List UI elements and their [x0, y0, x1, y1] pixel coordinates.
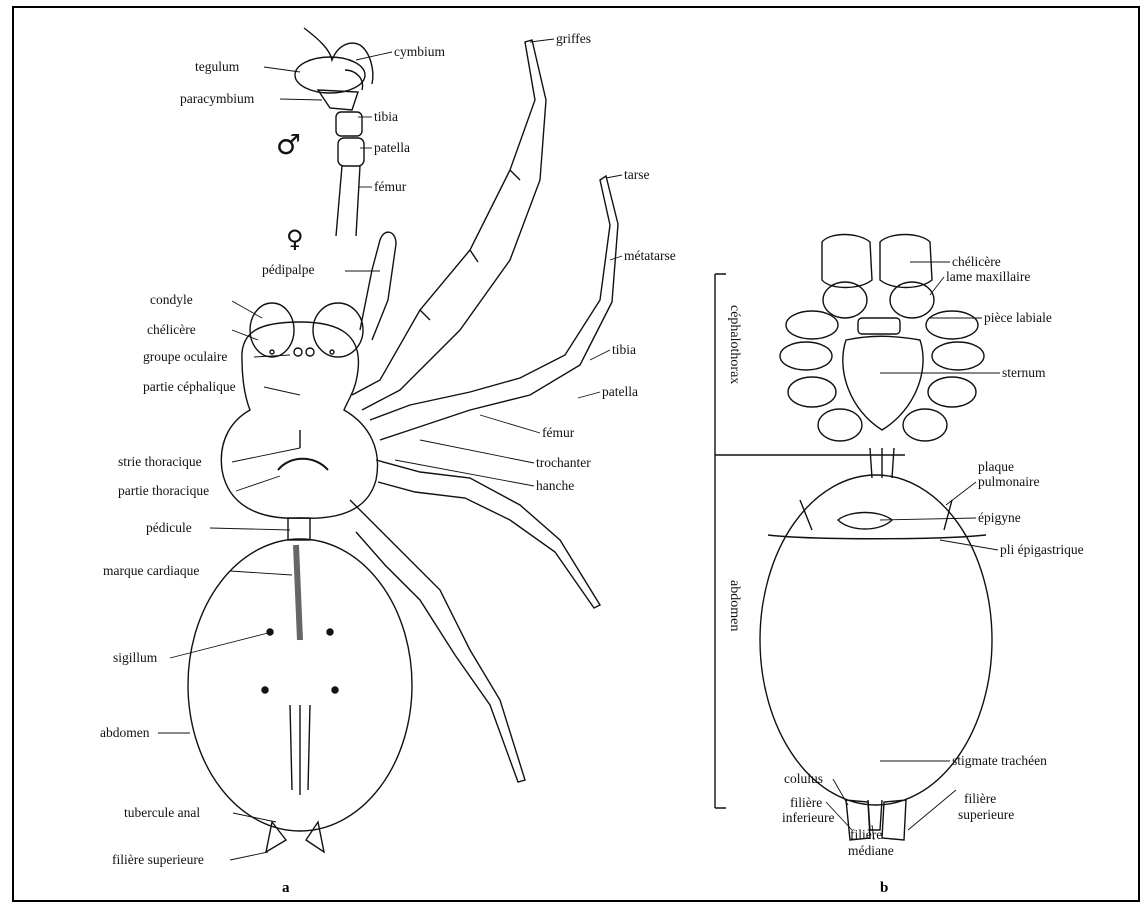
label-cymbium: cymbium: [394, 44, 445, 60]
label-patella-leg: patella: [602, 384, 638, 400]
leader-lines: [158, 39, 1000, 860]
label-strie-thoracique: strie thoracique: [118, 454, 202, 470]
label-pedicule: pédicule: [146, 520, 192, 536]
label-partie-cephalique: partie céphalique: [143, 379, 236, 395]
dorsal-view-body: [188, 40, 618, 852]
label-sigillum: sigillum: [113, 650, 157, 666]
label-tibia-leg: tibia: [612, 342, 636, 358]
label-tegulum: tegulum: [195, 59, 239, 75]
male-symbol: ♂: [276, 128, 301, 161]
label-metatarse: métatarse: [624, 248, 676, 264]
label-plaque-line1: plaque: [978, 459, 1014, 475]
label-chelicere-a: chélicère: [147, 322, 196, 338]
label-stigmate: stigmate trachéen: [952, 753, 1047, 769]
label-marque-cardiaque: marque cardiaque: [103, 563, 199, 579]
label-abdomen-a: abdomen: [100, 725, 150, 741]
ventral-view-body: [715, 235, 992, 841]
label-plaque-line2: pulmonaire: [978, 474, 1039, 490]
label-filiere-inf-1: filière: [790, 795, 822, 811]
label-piece-labiale: pièce labiale: [984, 310, 1052, 326]
label-filiere-superieure-a: filière superieure: [112, 852, 204, 868]
label-hanche: hanche: [536, 478, 574, 494]
label-filiere-sup-1: filière: [964, 791, 996, 807]
label-partie-thoracique: partie thoracique: [118, 483, 209, 499]
label-filiere-med-2: médiane: [848, 843, 894, 859]
label-tarse: tarse: [624, 167, 649, 183]
label-chelicere-b: chélicère: [952, 254, 1001, 270]
label-filiere-sup-2: superieure: [958, 807, 1014, 823]
label-filiere-med-1: filière: [850, 827, 882, 843]
label-colulus: colulus: [784, 771, 823, 787]
label-lame-maxillaire: lame maxillaire: [946, 269, 1030, 285]
label-griffes: griffes: [556, 31, 591, 47]
label-epigyne: épigyne: [978, 510, 1021, 526]
label-groupe-oculaire: groupe oculaire: [143, 349, 227, 365]
label-filiere-inf-2: inferieure: [782, 810, 834, 826]
label-abdomen-b: abdomen: [726, 580, 742, 631]
label-cephalothorax: céphalothorax: [726, 305, 742, 384]
label-paracymbium: paracymbium: [180, 91, 254, 107]
label-pli-epigastrique: pli épigastrique: [1000, 542, 1084, 558]
label-tubercule-anal: tubercule anal: [124, 805, 200, 821]
label-tibia-palp: tibia: [374, 109, 398, 125]
label-sternum: sternum: [1002, 365, 1046, 381]
label-patella-palp: patella: [374, 140, 410, 156]
label-trochanter: trochanter: [536, 455, 591, 471]
panel-a-label: a: [282, 880, 290, 897]
label-pedipalpe: pédipalpe: [262, 262, 314, 278]
panel-b-label: b: [880, 880, 888, 897]
label-femur-palp: fémur: [374, 179, 406, 195]
label-femur-leg: fémur: [542, 425, 574, 441]
label-condyle: condyle: [150, 292, 193, 308]
female-symbol: ♀: [286, 225, 304, 253]
